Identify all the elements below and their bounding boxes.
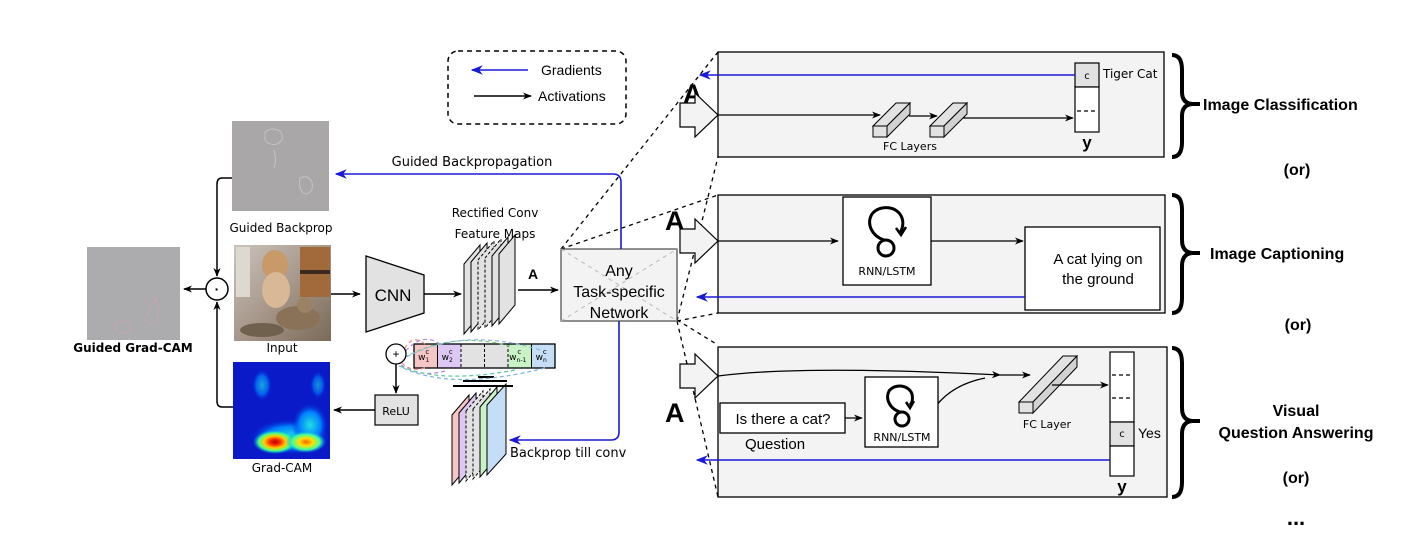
fc-layer-icon [1017, 354, 1079, 415]
input-image [234, 245, 331, 341]
activation-A-label: A [528, 266, 538, 282]
caption-line1: A cat lying on [1053, 251, 1142, 268]
recurrent-loop-icon [886, 384, 914, 414]
rnn-lstm-block: RNN/LSTM [842, 196, 932, 286]
gradient-feature-maps [451, 382, 507, 487]
output-vector: c [1109, 351, 1135, 477]
fc-layers-label: FC Layers [883, 140, 937, 153]
network-label-line1: Any [605, 263, 633, 280]
question-text: Is there a cat? [735, 411, 830, 428]
task-name-image-captioning: Image Captioning [1210, 246, 1344, 263]
or-separator: (or) [1285, 317, 1312, 334]
network-label-line3: Network [590, 305, 650, 322]
cnn-block: CNN [365, 255, 425, 333]
task-name-vqa-line1: Visual [1273, 403, 1320, 420]
caption-line2: the ground [1062, 271, 1134, 288]
guided-backprop-to-multiply-arrow [213, 177, 232, 277]
task-name-vqa-line2: Question Answering [1219, 425, 1374, 442]
class-c-label: c [1084, 71, 1090, 82]
guided-gradcam-image [87, 247, 180, 340]
task-image-classification: A FC Layers c Tiger Cat y [679, 51, 1165, 158]
input-label: Input [266, 341, 297, 355]
weight-cell [508, 344, 532, 368]
task-image-captioning: A RNN/LSTM A cat lying on the ground [665, 194, 1166, 314]
guided-backpropagation-label: Guided Backpropagation [392, 155, 553, 170]
weight-vector-border [413, 343, 556, 369]
relu-label: ReLU [382, 405, 410, 418]
brace-icon [1171, 346, 1193, 499]
input-arrow-icon [679, 91, 719, 139]
output-y-label: y [1082, 133, 1092, 152]
tiger-cat-label: Tiger Cat [1102, 67, 1158, 81]
yes-label: Yes [1138, 425, 1161, 441]
legend-gradients-label: Gradients [541, 62, 602, 78]
gradcam-label: Grad-CAM [252, 461, 312, 475]
svg-text:+: + [392, 347, 399, 361]
projection-lines [560, 51, 719, 498]
pointwise-multiply-node: · [205, 277, 229, 301]
gradcam-to-multiply-arrow [213, 301, 233, 408]
or-separator: (or) [1283, 470, 1310, 487]
guided-backprop-label: Guided Backprop [229, 221, 332, 235]
recurrent-loop-icon [868, 206, 905, 242]
legend-activations-label: Activations [538, 88, 606, 104]
pooling-bars [453, 376, 513, 387]
fc-layer-icon [871, 101, 912, 139]
fc-layer-icon [928, 101, 969, 139]
input-arrow-icon [679, 352, 719, 400]
task-specific-network-box: Any Task-specific Network [560, 248, 678, 322]
output-y-label: y [1117, 477, 1127, 496]
output-vector: c [1074, 62, 1100, 133]
network-label-line2: Task-specific [573, 284, 665, 301]
brace-icon [1171, 193, 1193, 315]
feature-maps-stack [463, 233, 516, 336]
task-name-image-classification: Image Classification [1203, 97, 1358, 114]
sum-node: + [385, 343, 407, 365]
weight-cell [461, 344, 485, 368]
weight-cell [531, 344, 555, 368]
rnn-lstm-block: RNN/LSTM [864, 376, 939, 448]
or-separator: (or) [1284, 162, 1311, 179]
guided-gradcam-label: Guided Grad-CAM [73, 341, 192, 355]
weight-label: wnc [536, 348, 547, 364]
ellipsis: ... [1287, 505, 1305, 530]
legend-border [447, 50, 627, 125]
task-visual-question-answering: A Is there a cat? Question RNN/LSTM FC L… [665, 346, 1168, 498]
cnn-label: CNN [375, 286, 412, 305]
brace-icon [1171, 53, 1193, 159]
feature-maps-label-line2: Feature Maps [455, 227, 536, 241]
weight-label: w1c [418, 348, 429, 364]
gradcam-heatmap [233, 362, 330, 459]
fc-layer-label: FC Layer [1023, 418, 1072, 431]
rnn-lstm-label: RNN/LSTM [858, 265, 915, 278]
relu-block: ReLU [374, 394, 419, 426]
legend: Gradients Activations [447, 50, 627, 125]
feature-maps-label-line1: Rectified Conv [452, 206, 539, 220]
question-box: Is there a cat? [719, 402, 846, 434]
question-label: Question [745, 436, 805, 453]
weight-cell [484, 344, 508, 368]
guided-backprop-image [232, 121, 329, 211]
weight-label: w2c [442, 348, 453, 364]
backprop-till-conv-label: Backprop till conv [510, 446, 627, 461]
guided-backpropagation-arrow [334, 169, 622, 249]
rnn-lstm-label: RNN/LSTM [873, 431, 930, 444]
caption-output-box: A cat lying on the ground [1024, 226, 1161, 311]
class-c-label: c [1119, 429, 1125, 440]
backprop-till-conv-arrow [508, 321, 620, 445]
input-arrow-icon [679, 217, 719, 265]
svg-text:·: · [215, 281, 220, 297]
weight-cell [437, 344, 461, 368]
vqa-input-A: A [665, 398, 685, 428]
